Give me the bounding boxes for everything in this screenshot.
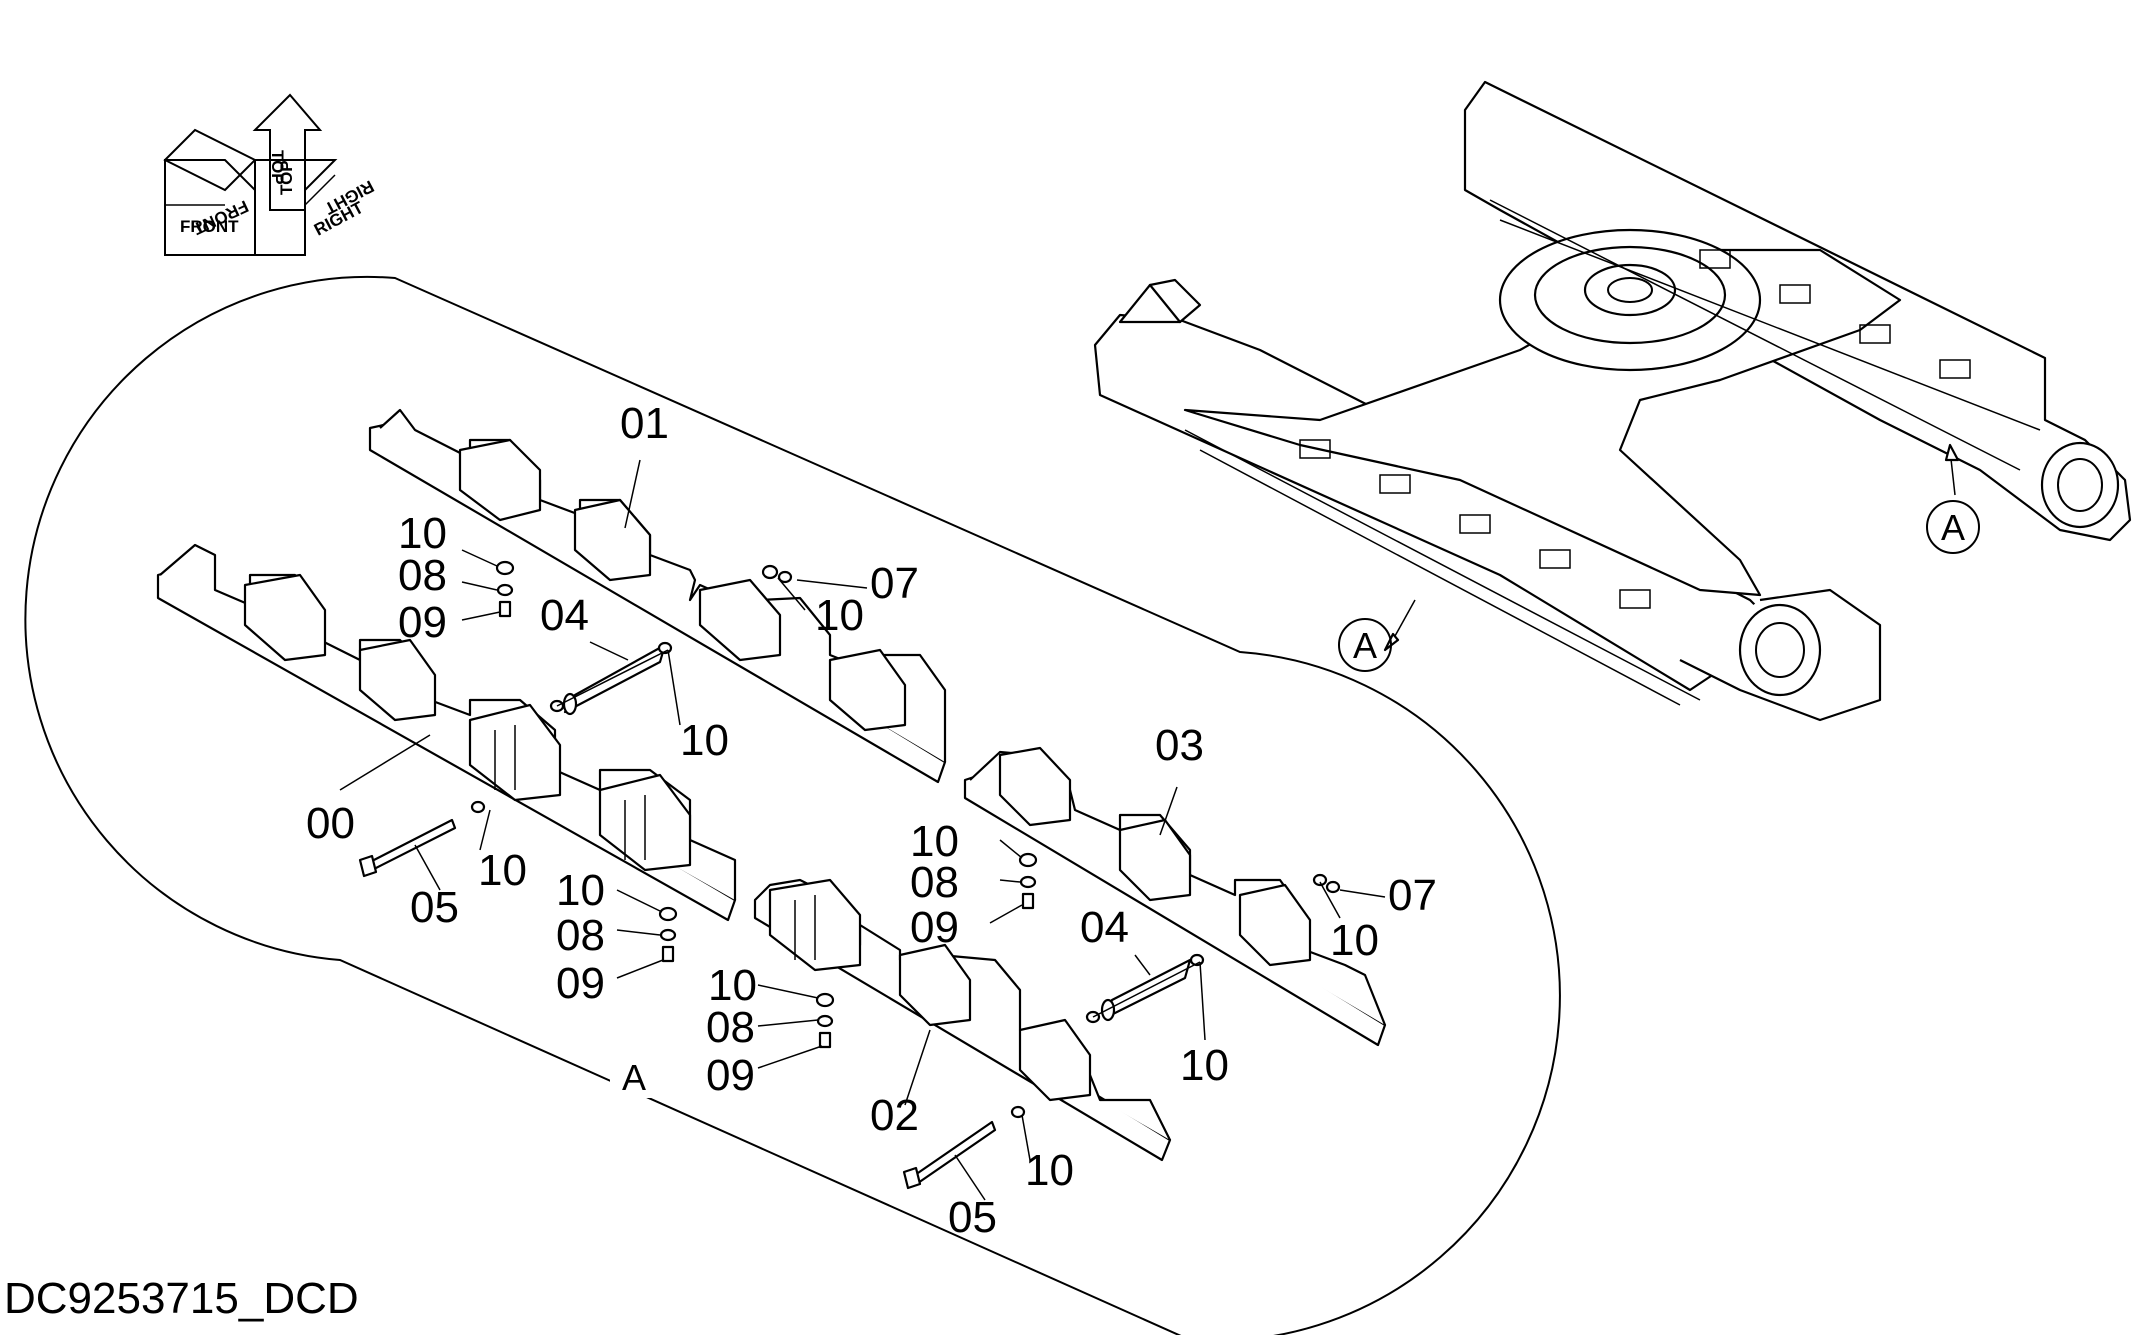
callout-05-left: 05 (410, 883, 459, 932)
callout-07-upper: 07 (870, 559, 919, 608)
track-guard-03 (963, 746, 1387, 1047)
callout-10-j: 10 (1025, 1146, 1074, 1195)
undercarriage-frame (1093, 80, 2132, 722)
detail-boundary (24, 275, 1561, 1335)
view-marker-a-upper: A (1926, 500, 1980, 554)
callout-10-i: 10 (708, 961, 757, 1010)
callout-08-c: 08 (910, 858, 959, 907)
callout-10-c: 10 (680, 716, 729, 765)
callout-07-lower: 07 (1388, 871, 1437, 920)
callout-10-a: 10 (398, 509, 447, 558)
callout-03: 03 (1155, 721, 1204, 770)
callout-04-upper: 04 (540, 591, 589, 640)
leader-lines (339, 459, 1386, 1201)
view-marker-a-lower: A (1338, 618, 1392, 672)
callout-09-c: 09 (910, 903, 959, 952)
callout-10-b: 10 (815, 591, 864, 640)
callout-04-lower: 04 (1080, 903, 1129, 952)
callout-01: 01 (620, 399, 669, 448)
svg-text:A: A (1941, 507, 1965, 548)
track-guard-01 (368, 408, 947, 784)
callout-05-right: 05 (948, 1193, 997, 1242)
track-guard-00 (156, 543, 737, 922)
callout-00: 00 (306, 799, 355, 848)
callout-08-a: 08 (398, 551, 447, 600)
svg-text:A: A (1353, 625, 1377, 666)
top-label-mirrored: TOP (277, 160, 296, 195)
orientation-indicator: FRONT FRONT TOP TOP RIGHT RIGHT (163, 93, 377, 256)
pin-04-upper (562, 643, 667, 716)
top-label: TOP (268, 150, 287, 185)
callout-02: 02 (870, 1091, 919, 1140)
front-label: FRONT (180, 217, 239, 236)
hardware-set (470, 560, 1341, 1119)
callout-09-a: 09 (398, 598, 447, 647)
document-code: DC9253715_DCD (4, 1274, 359, 1323)
long-bolt-05-left (358, 818, 457, 878)
callout-09-d: 09 (706, 1051, 755, 1100)
long-bolt-05-right (902, 1120, 997, 1190)
track-guard-02 (753, 878, 1172, 1162)
detail-view-letter: A (622, 1057, 646, 1098)
callout-10-h: 10 (1180, 1041, 1229, 1090)
callout-08-d: 08 (706, 1003, 755, 1052)
callout-09-b: 09 (556, 959, 605, 1008)
callout-10-d: 10 (478, 846, 527, 895)
callout-labels: 00 01 02 03 04 04 05 05 07 07 10 08 09 1… (306, 399, 1437, 1242)
callout-10-f: 10 (910, 817, 959, 866)
callout-10-g: 10 (1330, 916, 1379, 965)
callout-08-b: 08 (556, 911, 605, 960)
callout-10-e: 10 (556, 866, 605, 915)
